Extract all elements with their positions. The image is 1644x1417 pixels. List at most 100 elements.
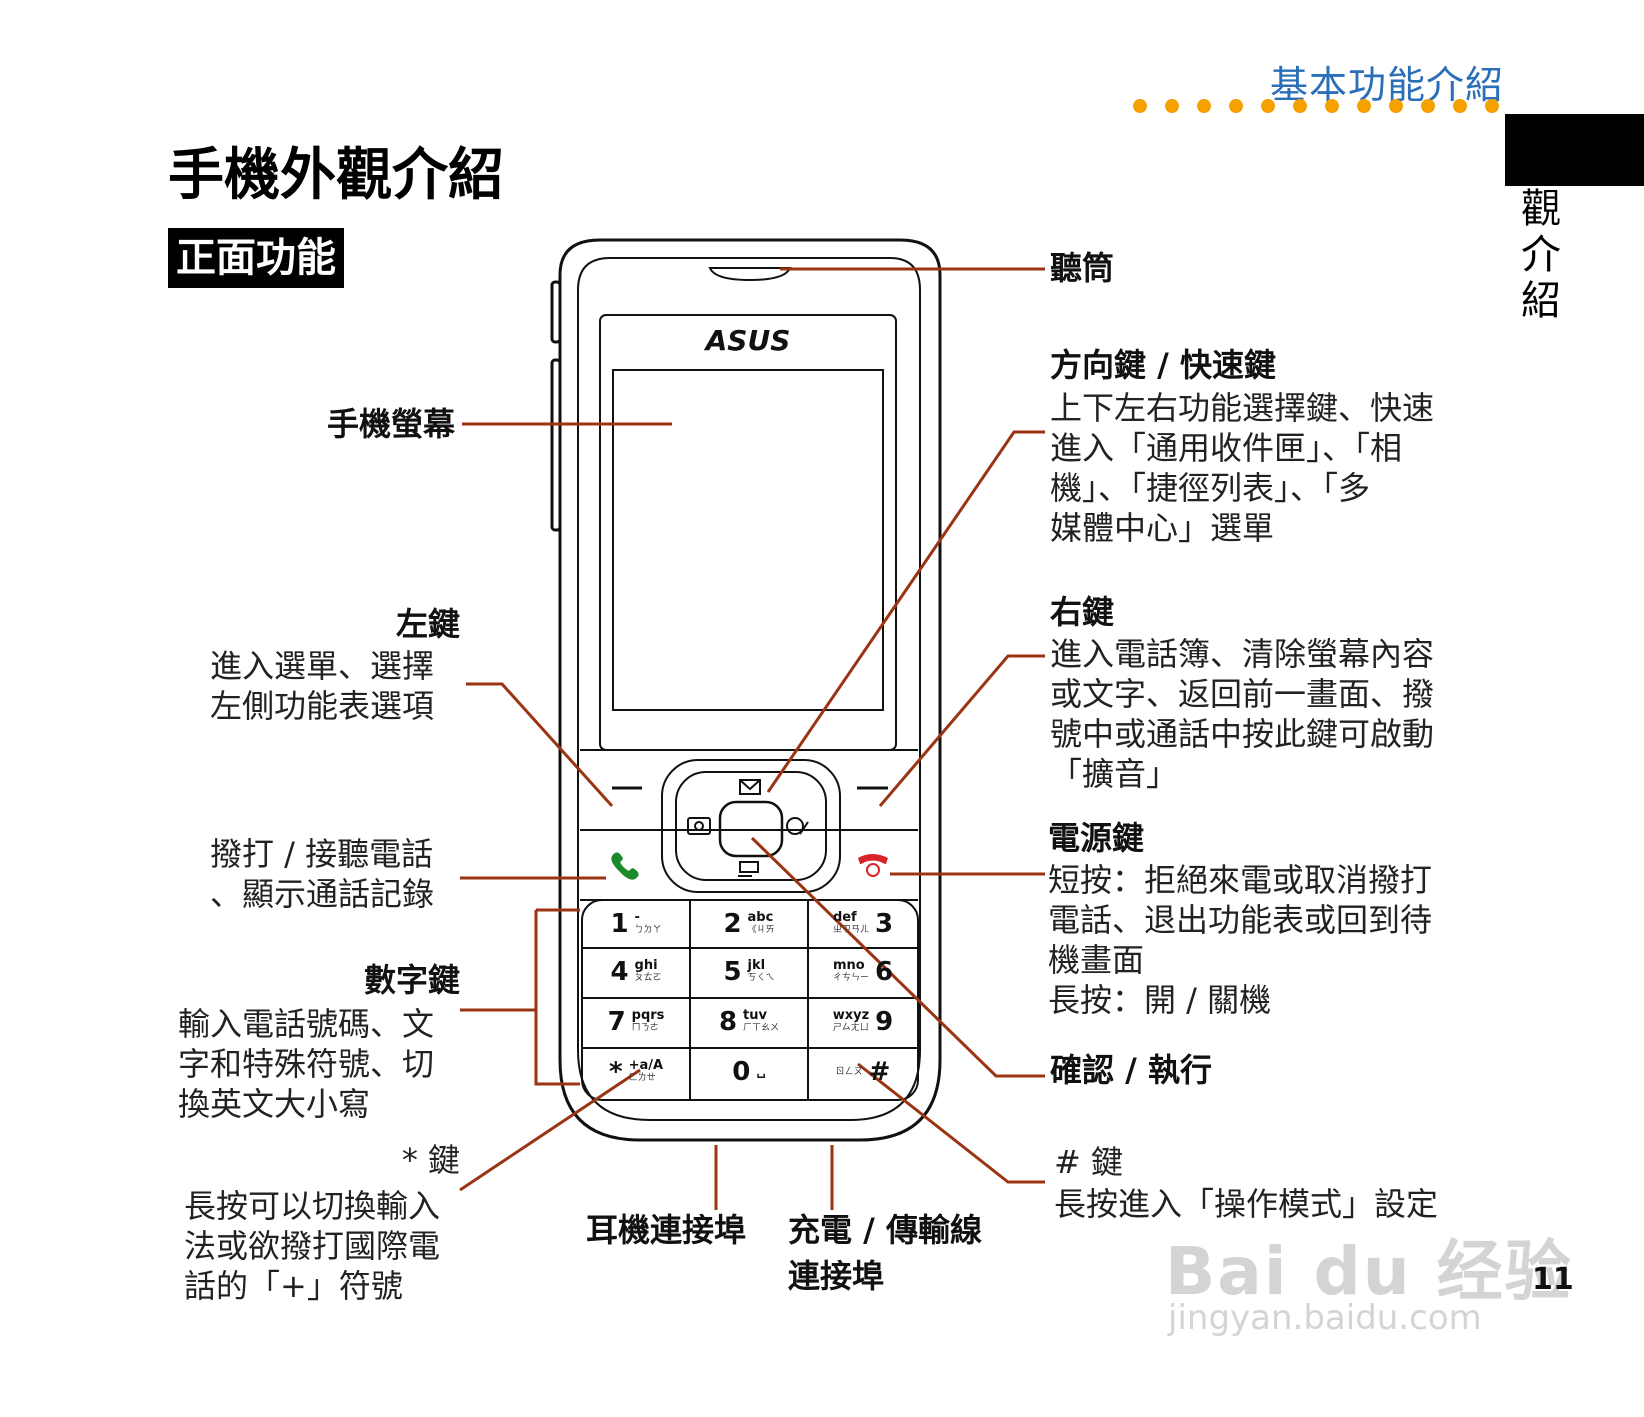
power-desc-line: 長按：開 / 關機	[1048, 981, 1272, 1019]
hash-key-desc: 長按進入「操作模式」設定	[1054, 1185, 1439, 1223]
key-letters-zh: 《ㄐㄞ	[747, 925, 775, 935]
nav-desc-line: 媒體中心」選單	[1050, 509, 1275, 547]
key-digit: 7	[607, 1007, 626, 1037]
left-key-desc: 進入選單、選擇 左側功能表選項	[210, 646, 460, 726]
right-key-desc-line: 或文字、返回前一畫面、撥	[1050, 675, 1435, 713]
key-letters-zh: ㄇㄋㄜ	[631, 1023, 659, 1033]
right-key-desc: 進入電話簿、清除螢幕內容 或文字、返回前一畫面、撥 號中或通話中按此鍵可啟動 「…	[1050, 634, 1434, 794]
power-desc-line: 電話、退出功能表或回到待	[1048, 901, 1433, 939]
key-letters-en: +a/A	[628, 1058, 664, 1073]
screen-label: 手機螢幕	[326, 405, 455, 443]
section-tag: 正面功能	[168, 228, 344, 288]
nav-key-title: 方向鍵 / 快速鍵	[1050, 346, 1276, 384]
key-digit: 0	[732, 1057, 751, 1087]
key-digit: *	[608, 1057, 623, 1087]
end-key-icon	[858, 854, 888, 877]
key-letters-en: pqrs	[631, 1008, 665, 1023]
key-digit: 1	[610, 909, 629, 939]
leader-lines	[459, 267, 1045, 1210]
key-letters-en: wxyz	[832, 1008, 870, 1023]
number-keys-title: 數字鍵	[363, 961, 460, 999]
keypad-key-1[interactable]: 1-ㄅㄉㄚ	[582, 900, 690, 948]
shortcut-icon	[786, 817, 809, 835]
hash-key-title: # 鍵	[1054, 1143, 1123, 1181]
watermark-brand: Bai du 经验	[1165, 1233, 1573, 1310]
key-letters: ㄖㄥㄡ	[836, 1066, 863, 1078]
key-letters: -ㄅㄉㄚ	[634, 910, 662, 936]
section-header-title: 基本功能介紹	[1270, 63, 1505, 107]
key-letters-zh: ㄈㄌㄝ	[628, 1073, 656, 1083]
star-desc-line: 長按可以切換輸入	[184, 1187, 441, 1225]
star-desc-line: 話的「+」符號	[184, 1267, 403, 1305]
keypad-key-hash[interactable]: ㄖㄥㄡ #	[808, 1048, 918, 1096]
brand-logo: ASUS	[704, 324, 791, 357]
key-letters: ␣	[756, 1064, 766, 1079]
nav-desc-line: 上下左右功能選擇鍵、快速	[1050, 389, 1435, 427]
left-key-desc-line: 進入選單、選擇	[210, 647, 435, 685]
power-key-title: 電源鍵	[1048, 819, 1145, 857]
power-desc-line: 機畫面	[1048, 941, 1145, 979]
call-key-desc: 撥打 / 接聽電話 、顯示通話記錄	[210, 834, 460, 914]
side-tab-label: 外觀介紹	[1521, 140, 1561, 324]
key-letters-zh: ㄆㄊㄛ	[634, 973, 662, 983]
key-digit: 2	[723, 909, 742, 939]
key-letters-en: ␣	[756, 1064, 766, 1079]
right-key-desc-line: 「擴音」	[1050, 755, 1179, 793]
keypad-key-0[interactable]: 0␣	[690, 1048, 808, 1096]
star-key-title: * 鍵	[401, 1141, 460, 1179]
key-digit: 3	[874, 909, 894, 939]
right-key-desc-line: 號中或通話中按此鍵可啟動	[1050, 715, 1435, 753]
key-letters-en: tuv	[743, 1008, 767, 1023]
charger-label-line: 連接埠	[788, 1257, 885, 1295]
key-letters-zh: ㄓㄗㄢㄦ	[832, 925, 869, 935]
key-digit: #	[868, 1057, 891, 1087]
dotted-divider	[1133, 99, 1499, 113]
key-digit: 5	[723, 957, 742, 987]
number-keys-desc: 輸入電話號碼、文 字和特殊符號、切 換英文大小寫	[178, 1004, 468, 1124]
charger-label-line: 充電 / 傳輸線	[788, 1211, 982, 1249]
key-digit: 6	[874, 957, 894, 987]
key-letters-en: -	[634, 910, 640, 925]
power-desc-line: 短按：拒絕來電或取消撥打	[1048, 861, 1433, 899]
power-key-desc: 短按：拒絕來電或取消撥打 電話、退出功能表或回到待 機畫面 長按：開 / 關機	[1048, 860, 1432, 1020]
right-key-desc-line: 進入電話簿、清除螢幕內容	[1050, 635, 1435, 673]
nav-desc-line: 機」、「捷徑列表」、「多	[1050, 469, 1371, 507]
side-tab-block	[1505, 114, 1644, 186]
key-letters: abc《ㄐㄞ	[747, 910, 775, 936]
key-letters-zh: ㄏㄒㄠㄨ	[743, 1023, 780, 1033]
number-keys-desc-line: 換英文大小寫	[178, 1085, 371, 1123]
star-desc-line: 法或欲撥打國際電	[184, 1227, 441, 1265]
key-digit: 9	[875, 1007, 894, 1037]
key-letters-en: ghi	[634, 958, 658, 973]
key-letters-zh: ㄅㄉㄚ	[634, 925, 662, 935]
star-key-desc: 長按可以切換輸入 法或欲撥打國際電 話的「+」符號	[184, 1186, 474, 1306]
watermark-url: jingyan.baidu.com	[1168, 1298, 1482, 1338]
multimedia-icon	[738, 861, 759, 877]
key-letters-en: jkl	[747, 958, 766, 973]
key-letters-zh: ㄖㄥㄡ	[835, 1067, 863, 1077]
earpiece-label: 聽筒	[1050, 249, 1115, 287]
call-key-desc-line: 撥打 / 接聽電話	[210, 835, 434, 873]
nav-desc-line: 進入「通用收件匣」、「相	[1050, 429, 1403, 467]
key-letters-zh: ㄎㄑㄟ	[747, 973, 775, 983]
camera-icon	[687, 817, 711, 835]
key-letters-en: def	[832, 910, 857, 925]
key-letters-en: abc	[747, 910, 774, 925]
